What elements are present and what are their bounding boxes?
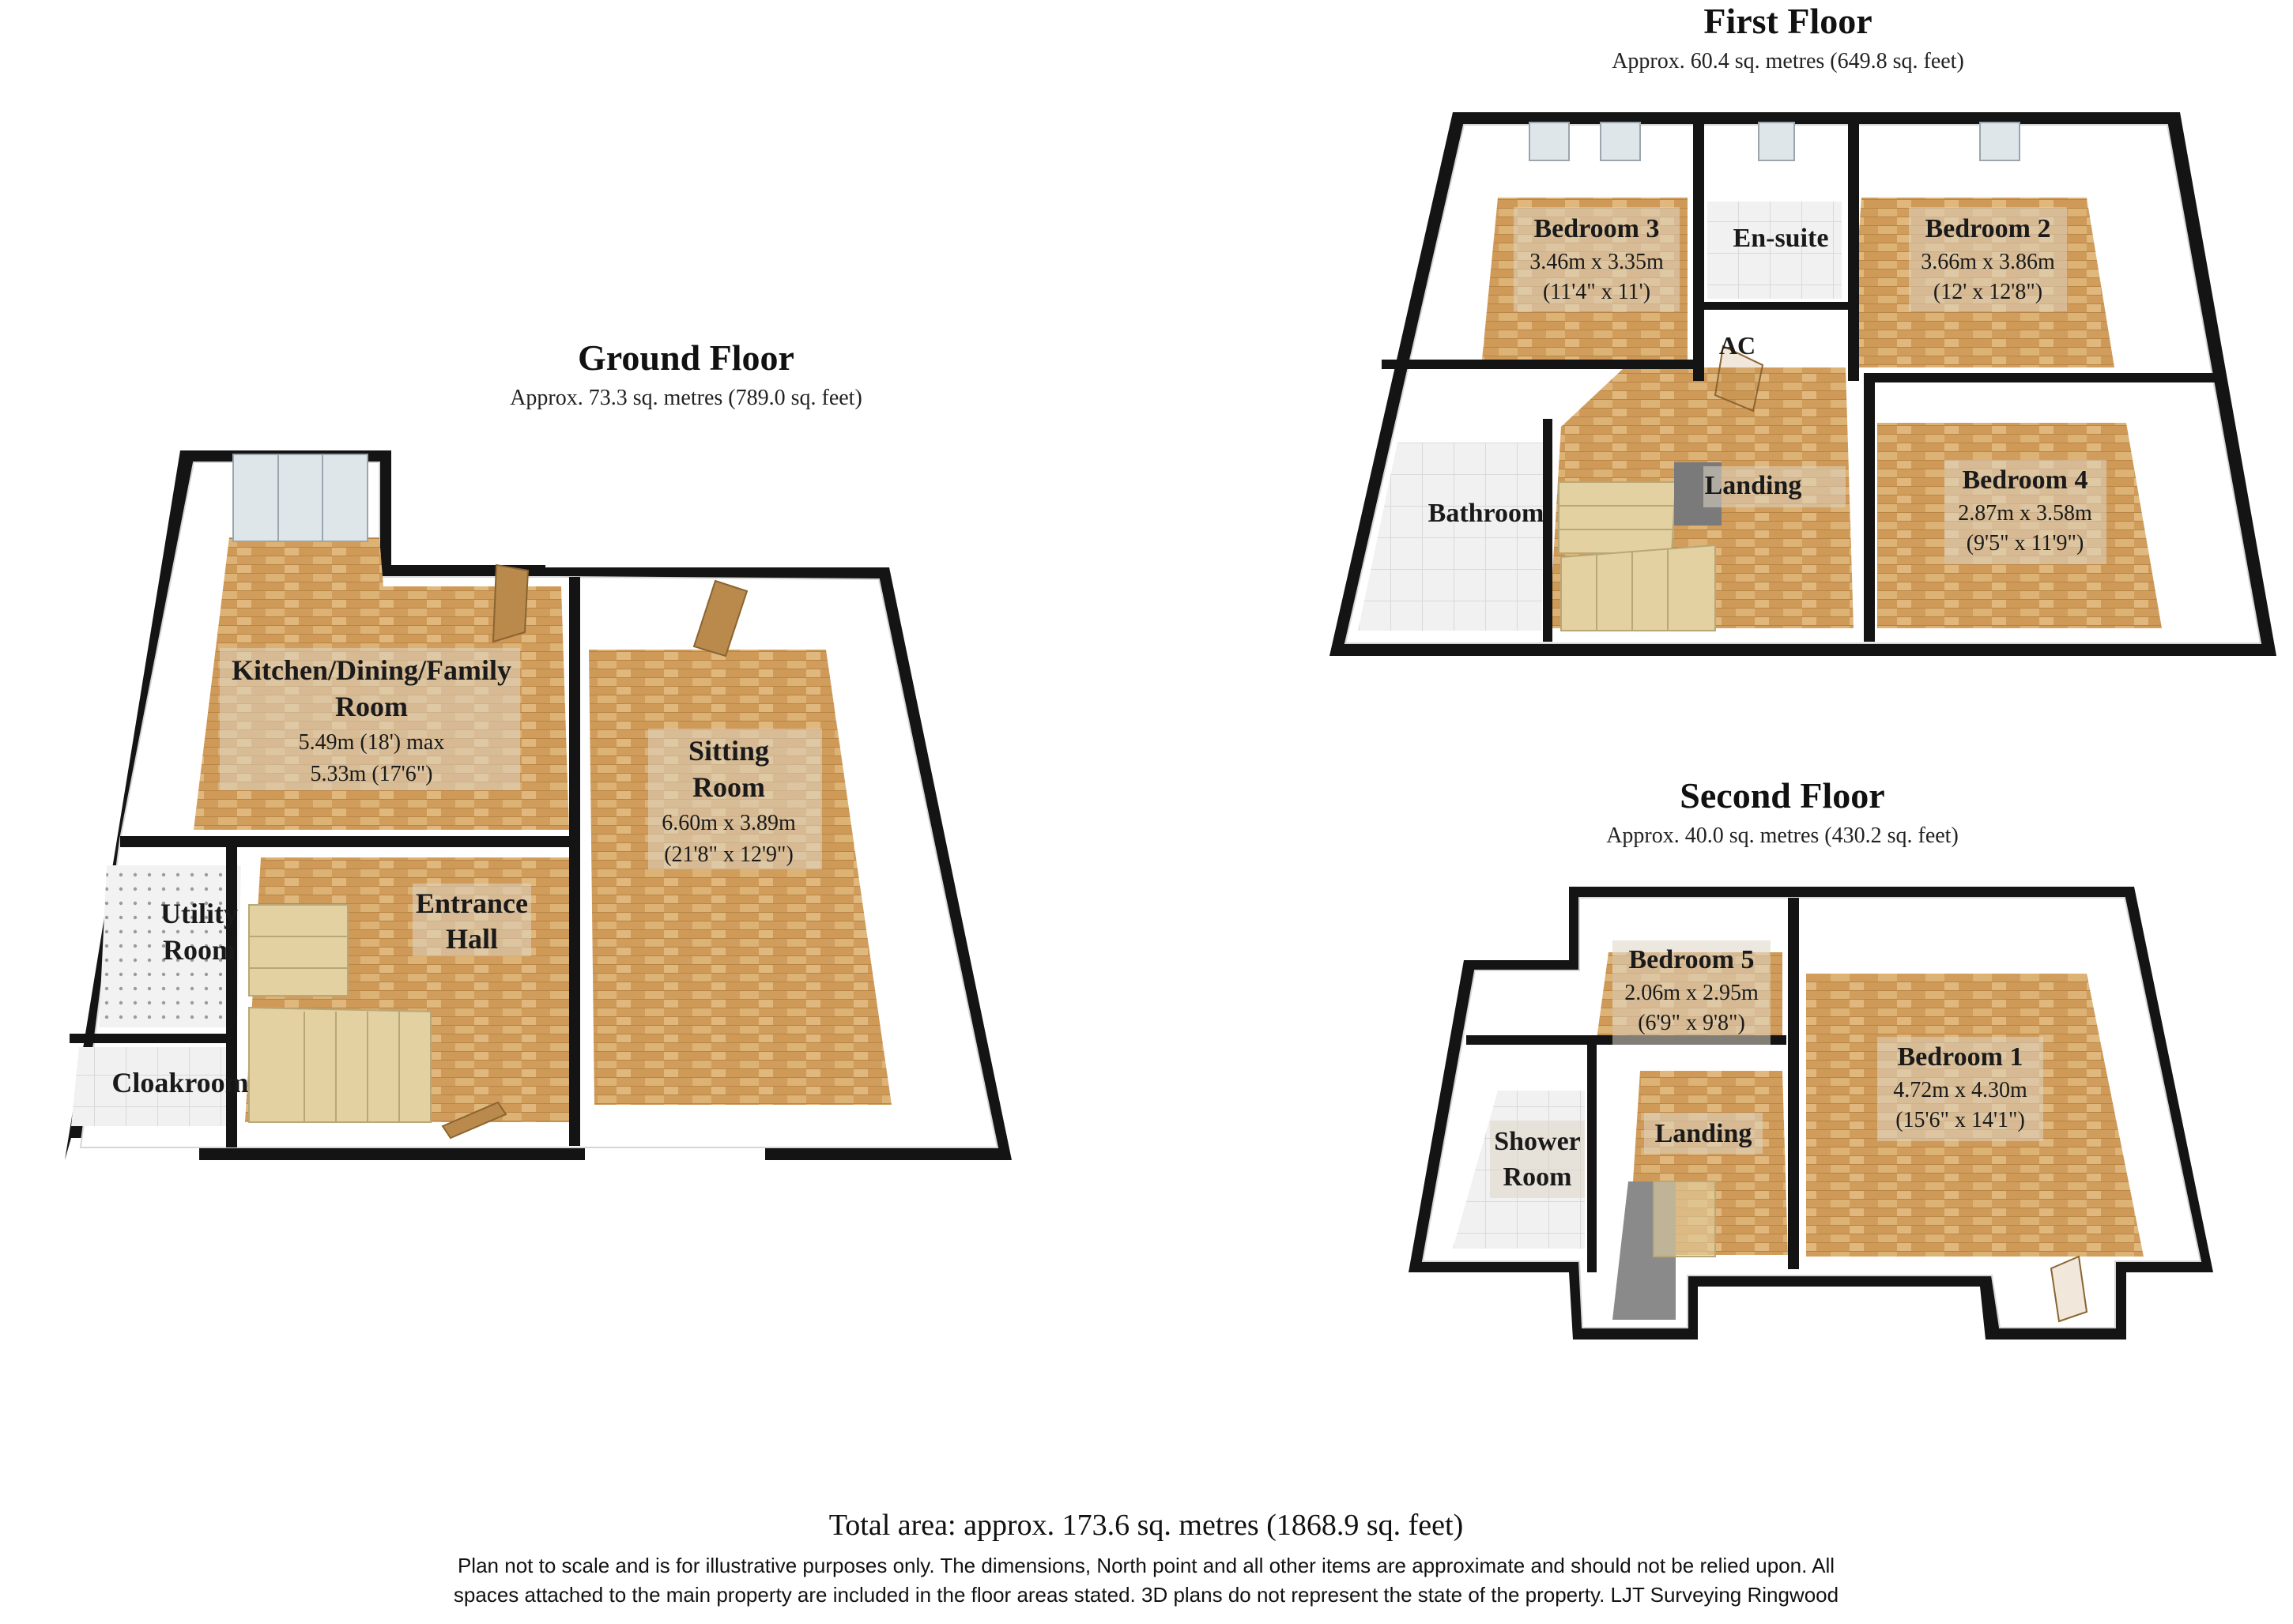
bedroom-1-dim-2: (15'6" x 14'1")	[1895, 1108, 2025, 1132]
ground-floor-area: Approx. 73.3 sq. metres (789.0 sq. feet)	[510, 386, 862, 410]
landing-bed4-wall	[1864, 373, 1875, 642]
bath-landing-wall	[1543, 419, 1552, 642]
bedroom-3-name: Bedroom 3	[1534, 214, 1660, 243]
en-suite-window-icon	[1758, 122, 1795, 161]
bedroom-1-name: Bedroom 1	[1898, 1042, 2023, 1072]
utility-room-name: Utility	[160, 898, 238, 929]
bedroom-2-label-bg	[1909, 207, 2067, 311]
first-floor-stairs-icon	[1558, 462, 1722, 631]
bedroom-2-dim-2: (12' x 12'8")	[1933, 280, 2042, 304]
front-door-icon	[441, 1101, 507, 1140]
en-suite-name: En-suite	[1733, 224, 1829, 253]
bedroom-5-dim-1: 2.06m x 2.95m	[1624, 981, 1759, 1005]
bedroom-3-window-icon	[1529, 122, 1570, 161]
entrance-hall-label-bg	[413, 884, 531, 956]
bedroom-5-dim-2: (6'9" x 9'8")	[1638, 1011, 1745, 1035]
kitchen-label-bg	[220, 648, 520, 790]
shower-landing-wall	[1587, 1043, 1597, 1272]
landing-1-label-bg	[1703, 466, 1846, 507]
sitting-room-name: Sitting	[688, 735, 769, 767]
bedroom-5-label-bg	[1612, 940, 1771, 1045]
bathroom-name: Bathroom	[1428, 499, 1544, 528]
sitting-room-dim-2: (21'8" x 12'9")	[664, 842, 794, 867]
second-floor: Second Floor Approx. 40.0 sq. metres (43…	[1409, 775, 2213, 1340]
ground-floor: Ground Floor Approx. 73.3 sq. metres (78…	[65, 337, 1012, 1160]
ensuite-ac-wall	[1704, 302, 1854, 310]
shower-room-label-bg	[1490, 1121, 1585, 1198]
bedroom-4-dim-1: 2.87m x 3.58m	[1958, 501, 2092, 526]
kitchen-dim-1: 5.49m (18') max	[299, 730, 445, 755]
patio-doors-icon	[232, 454, 368, 542]
bed2-bed4-wall	[1875, 373, 2223, 382]
first-floor: First Floor Approx. 60.4 sq. metres (649…	[1329, 1, 2276, 656]
kitchen-name-2: Room	[335, 691, 408, 722]
ac-door-icon	[1714, 345, 1764, 413]
landing-2-label-bg	[1644, 1113, 1763, 1154]
footer: Total area: approx. 173.6 sq. metres (18…	[454, 1509, 1839, 1607]
utility-room-name-2: Room	[163, 934, 236, 966]
ensuite-bed2-wall	[1848, 120, 1859, 381]
landing-2-name: Landing	[1655, 1119, 1752, 1148]
utility-room-floor	[99, 865, 241, 1027]
total-area: Total area: approx. 173.6 sq. metres (18…	[829, 1509, 1464, 1542]
disclaimer-line-1: Plan not to scale and is for illustrativ…	[458, 1554, 1835, 1577]
bed3-ensuite-wall	[1693, 120, 1704, 381]
bedroom-1-label-bg	[1877, 1037, 2043, 1141]
ground-floor-title: Ground Floor	[578, 337, 794, 378]
kitchen-door-icon	[492, 563, 530, 643]
sitting-room-name-2: Room	[692, 771, 765, 803]
bedroom-2-window-icon	[1979, 122, 2020, 161]
shower-room-name-2: Room	[1503, 1162, 1572, 1192]
en-suite-floor	[1707, 202, 1842, 299]
kitchen-hall-divider-wall	[120, 836, 571, 847]
bed3-bath-wall	[1382, 360, 1694, 369]
first-floor-area: Approx. 60.4 sq. metres (649.8 sq. feet)	[1612, 49, 1964, 73]
ac-name: AC	[1719, 331, 1756, 360]
kitchen-name: Kitchen/Dining/Family	[232, 654, 511, 686]
utility-cloak-divider-wall	[70, 1034, 228, 1043]
bedroom-3-dim-1: 3.46m x 3.35m	[1529, 250, 1664, 274]
second-floor-area: Approx. 40.0 sq. metres (430.2 sq. feet)	[1606, 823, 1959, 848]
cloakroom-floor	[71, 1047, 228, 1126]
utility-divider-wall	[226, 847, 237, 1147]
second-floor-title: Second Floor	[1680, 775, 1884, 816]
sitting-room-door-icon	[692, 579, 749, 658]
cloakroom-name: Cloakroom	[111, 1067, 248, 1098]
bedroom-4-label-bg	[1944, 460, 2106, 564]
bedroom-3-label-bg	[1514, 207, 1680, 311]
first-floor-title: First Floor	[1703, 1, 1872, 41]
second-floor-stairs-icon	[1612, 1181, 1716, 1320]
bedroom-3-window-2-icon	[1600, 122, 1641, 161]
kitchen-dim-2: 5.33m (17'6")	[311, 762, 433, 786]
sitting-room-divider-wall	[569, 577, 580, 1146]
shower-room-name: Shower	[1494, 1127, 1581, 1156]
ground-floor-stairs-icon	[248, 904, 432, 1123]
entrance-hall-name-2: Hall	[446, 923, 498, 955]
entrance-hall-name: Entrance	[416, 887, 528, 919]
bedroom-4-dim-2: (9'5" x 11'9")	[1967, 531, 2084, 556]
bedroom-3-dim-2: (11'4" x 11')	[1543, 280, 1650, 304]
landing-1-name: Landing	[1705, 471, 1802, 500]
bed5-bed1-wall	[1788, 898, 1799, 1269]
sitting-room-label-bg	[648, 729, 822, 869]
bedroom-1-dim-1: 4.72m x 4.30m	[1893, 1078, 2027, 1102]
bedroom-2-name: Bedroom 2	[1925, 214, 2051, 243]
bathroom-floor	[1358, 443, 1545, 631]
bedroom-4-name: Bedroom 4	[1963, 465, 2088, 495]
bedroom-5-name: Bedroom 5	[1629, 945, 1755, 974]
bedroom-1-door-icon	[2050, 1255, 2088, 1323]
disclaimer-line-2: spaces attached to the main property are…	[454, 1583, 1839, 1607]
bedroom-2-dim-1: 3.66m x 3.86m	[1921, 250, 2055, 274]
sitting-room-dim-1: 6.60m x 3.89m	[662, 811, 796, 835]
